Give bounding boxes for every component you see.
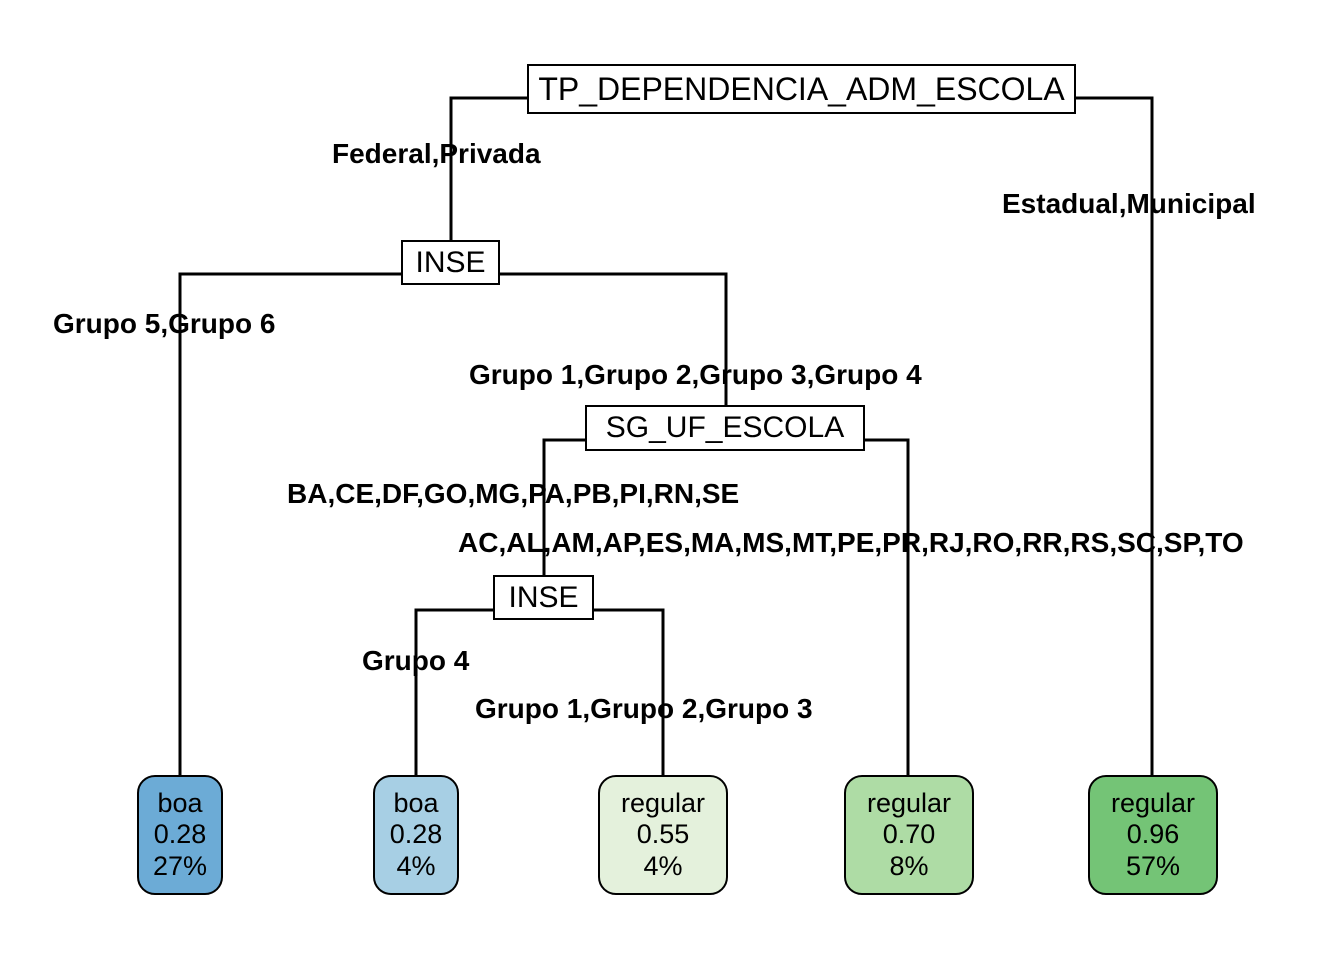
edge-root-to-inse1 xyxy=(449,96,527,240)
edge-uf-to-inse2 xyxy=(542,438,585,575)
node-tp-dependencia-adm-escola[interactable]: TP_DEPENDENCIA_ADM_ESCOLA xyxy=(527,64,1076,114)
leaf-probability: 0.96 xyxy=(1126,819,1180,850)
edge-inse1-to-uf xyxy=(500,272,728,405)
node-label: INSE xyxy=(508,580,579,614)
edge-label-grupo-1-2-3: Grupo 1,Grupo 2,Grupo 3 xyxy=(475,693,813,724)
leaf-percent: 8% xyxy=(889,850,929,881)
leaf-percent: 4% xyxy=(643,850,683,881)
leaf-probability: 0.55 xyxy=(636,819,690,850)
leaf-node-1[interactable]: boa 0.28 27% xyxy=(137,775,223,895)
edge-inse2-to-leaf3 xyxy=(594,608,665,775)
node-label: TP_DEPENDENCIA_ADM_ESCOLA xyxy=(538,70,1065,107)
edge-inse1-to-leaf1 xyxy=(178,272,401,775)
edge-label-grupo-1-2-3-4: Grupo 1,Grupo 2,Grupo 3,Grupo 4 xyxy=(469,359,922,390)
edge-label-federal-privada: Federal,Privada xyxy=(332,138,541,169)
edge-inse2-to-leaf2 xyxy=(414,608,493,775)
node-inse-level1[interactable]: INSE xyxy=(401,240,500,285)
edge-root-to-leaf5 xyxy=(1076,96,1154,775)
leaf-node-2[interactable]: boa 0.28 4% xyxy=(373,775,459,895)
leaf-probability: 0.70 xyxy=(882,819,936,850)
leaf-probability: 0.28 xyxy=(153,819,207,850)
edge-label-uf-right-set: AC,AL,AM,AP,ES,MA,MS,MT,PE,PR,RJ,RO,RR,R… xyxy=(458,527,1244,558)
leaf-probability: 0.28 xyxy=(389,819,443,850)
leaf-node-5[interactable]: regular 0.96 57% xyxy=(1088,775,1218,895)
edge-uf-to-leaf4 xyxy=(865,438,910,775)
edge-label-grupo-5-6: Grupo 5,Grupo 6 xyxy=(53,308,276,339)
edge-label-uf-left-set: BA,CE,DF,GO,MG,PA,PB,PI,RN,SE xyxy=(287,478,740,509)
leaf-class-label: regular xyxy=(866,788,952,819)
leaf-class-label: boa xyxy=(157,788,203,819)
leaf-class-label: regular xyxy=(620,788,706,819)
node-sg-uf-escola[interactable]: SG_UF_ESCOLA xyxy=(585,405,865,451)
node-label: INSE xyxy=(415,245,486,279)
leaf-class-label: regular xyxy=(1110,788,1196,819)
leaf-node-3[interactable]: regular 0.55 4% xyxy=(598,775,728,895)
leaf-percent: 4% xyxy=(396,850,436,881)
leaf-percent: 27% xyxy=(152,850,208,881)
edge-label-grupo-4: Grupo 4 xyxy=(362,645,470,676)
leaf-percent: 57% xyxy=(1125,850,1181,881)
node-label: SG_UF_ESCOLA xyxy=(605,411,845,444)
leaf-node-4[interactable]: regular 0.70 8% xyxy=(844,775,974,895)
edge-label-estadual-municipal: Estadual,Municipal xyxy=(1002,188,1256,219)
leaf-class-label: boa xyxy=(393,788,439,819)
node-inse-level2[interactable]: INSE xyxy=(493,575,594,620)
